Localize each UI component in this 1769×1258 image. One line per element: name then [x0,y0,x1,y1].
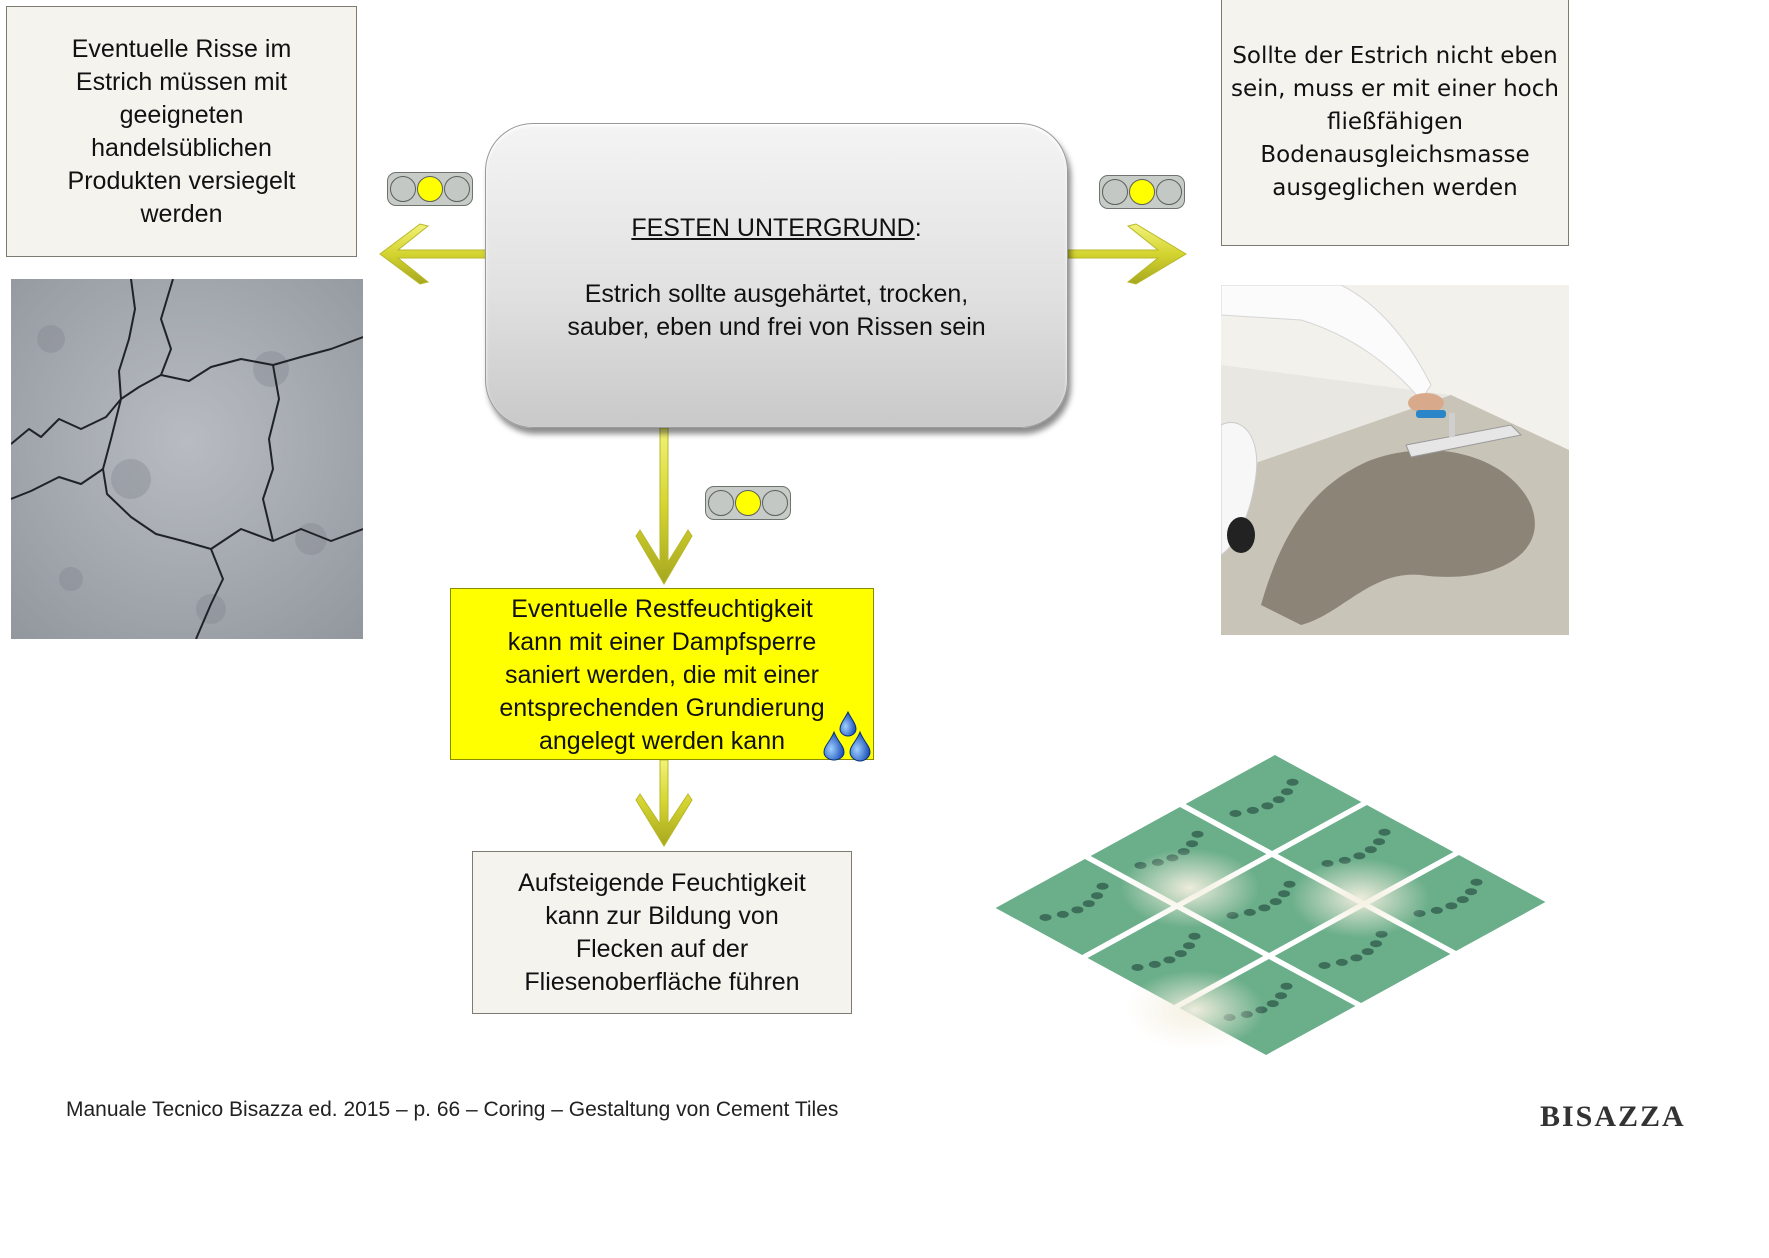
tile-dot [1445,902,1458,910]
tile [1369,855,1546,951]
tile-dot [1430,906,1443,914]
tile-dot [1280,982,1293,990]
lamp-off [1156,179,1182,205]
traffic-light-bottom [705,486,791,520]
moisture-stains [1120,848,1430,1050]
firm-substrate-title: FESTEN UNTERGRUND: [631,214,922,242]
brand-logo: BISAZZA [1540,1100,1686,1133]
lamp-yellow [1129,179,1155,205]
tile-dot [1082,900,1095,908]
leveling-note: Sollte der Estrich nicht eben sein, muss… [1221,0,1569,246]
tile-dot [1470,878,1483,886]
lamp-yellow [735,490,761,516]
tile-dot [1174,950,1187,958]
arrow-down-2 [635,759,693,847]
lamp-off [390,176,416,202]
tile-dot [1163,956,1176,964]
tile-dot [1283,880,1296,888]
tile-dot [1378,828,1391,836]
tile [1087,909,1264,1005]
footer-text: Manuale Tecnico Bisazza ed. 2015 – p. 66… [66,1098,839,1121]
water-drops-icon [823,710,871,762]
rising-damp-text: Aufsteigende Feuchtigkeit kann zur Bildu… [518,868,806,996]
cracks-note-text: Eventuelle Risse im Estrich müssen mit g… [67,34,296,228]
tile-dot [1071,906,1084,914]
tile-dot [1261,802,1274,810]
tile-dot [1286,778,1299,786]
tile-dot [1191,830,1204,838]
rising-damp-note: Aufsteigende Feuchtigkeit kann zur Bildu… [472,851,852,1014]
residual-moisture-box: Eventuelle Restfeuchtigkeit kann mit ein… [450,588,874,760]
traffic-light-left [387,172,473,206]
cracked-screed-photo [11,279,363,639]
tile-dot [1096,882,1109,890]
traffic-light-right [1099,175,1185,209]
tile-dot [1318,961,1331,969]
firm-substrate-box: FESTEN UNTERGRUND: Estrich sollte ausgeh… [485,123,1068,428]
leveling-compound-photo [1221,285,1569,635]
leveling-note-text: Sollte der Estrich nicht eben sein, muss… [1231,43,1559,201]
arrow-right [1067,223,1187,285]
lamp-off [444,176,470,202]
tile-dot [1353,852,1366,860]
arrow-left [379,223,487,285]
stained-tiles-illustration [895,748,1569,1115]
tile-dot [1272,796,1285,804]
arrow-down-1 [635,427,693,585]
tile-dot [1188,932,1201,940]
tile-dot [1246,806,1259,814]
tile-dot [1465,888,1478,896]
tile-dot [1183,942,1196,950]
tile-dot [1373,838,1386,846]
tile-dot [1350,954,1363,962]
tile-dot [1266,1000,1279,1008]
firm-substrate-text: Estrich sollte ausgehärtet, trocken, sau… [567,280,986,341]
tile-dot [1258,904,1271,912]
tile-dot [1456,896,1469,904]
lamp-off [708,490,734,516]
tile-dot [1056,910,1069,918]
lamp-yellow [417,176,443,202]
tile [1274,907,1451,1003]
tile-dot [1091,892,1104,900]
tile-dot [1229,809,1242,817]
tile-dot [1335,958,1348,966]
tile-dot [1131,963,1144,971]
tile-dot [1364,846,1377,854]
tile [1185,755,1362,851]
tile-grid [995,755,1546,1055]
tile-dot [1269,898,1282,906]
tile-dot [1148,960,1161,968]
tile-dot [1275,992,1288,1000]
tile-dot [1370,940,1383,948]
lamp-off [1102,179,1128,205]
cracks-note: Eventuelle Risse im Estrich müssen mit g… [6,6,357,257]
tile-dot [1039,913,1052,921]
residual-moisture-text: Eventuelle Restfeuchtigkeit kann mit ein… [499,595,825,755]
tile-dot [1186,840,1199,848]
lamp-off [762,490,788,516]
tile-dot [1278,890,1291,898]
tile-dot [1281,788,1294,796]
tile-dot [1361,948,1374,956]
